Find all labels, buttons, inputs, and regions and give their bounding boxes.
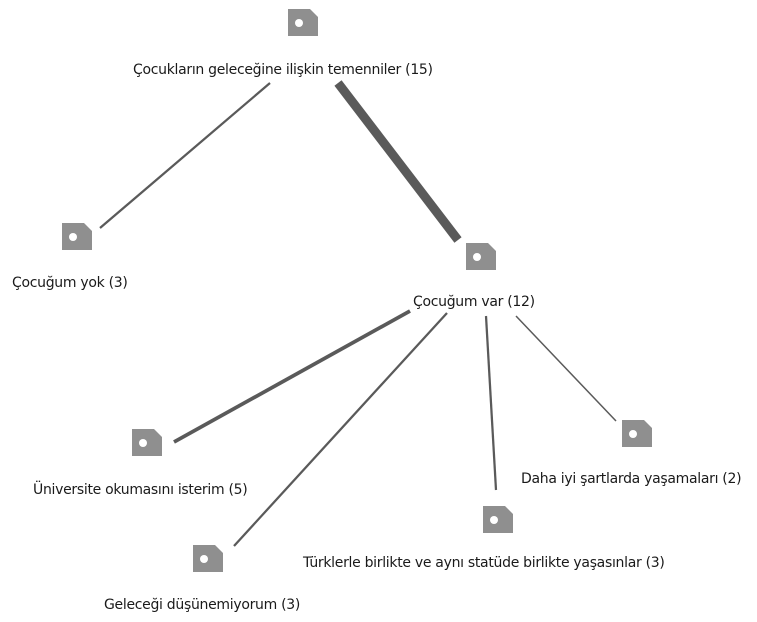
code-node-icon[interactable] xyxy=(466,243,496,274)
node-label-daha[interactable]: Daha iyi şartlarda yaşamaları (2) xyxy=(521,471,742,487)
edge-root-yok xyxy=(99,82,271,229)
code-node-icon[interactable] xyxy=(483,506,513,537)
code-node-icon[interactable] xyxy=(622,420,652,451)
edge-root-var xyxy=(334,80,462,243)
edge-var-turk xyxy=(484,315,498,491)
node-label-gelecek[interactable]: Geleceği düşünemiyorum (3) xyxy=(104,597,301,613)
node-label-turk[interactable]: Türklerle birlikte ve aynı statüde birli… xyxy=(303,555,665,571)
code-node-icon[interactable] xyxy=(193,545,223,576)
edge-var-uni xyxy=(173,309,411,444)
edge-var-daha xyxy=(515,315,617,422)
edge-var-gelecek xyxy=(233,312,448,547)
node-label-var[interactable]: Çocuğum var (12) xyxy=(413,294,535,310)
node-label-uni[interactable]: Üniversite okumasını isterim (5) xyxy=(33,482,248,498)
code-node-icon[interactable] xyxy=(132,429,162,460)
code-node-icon[interactable] xyxy=(62,223,92,254)
node-label-yok[interactable]: Çocuğum yok (3) xyxy=(12,275,128,291)
code-node-icon[interactable] xyxy=(288,9,318,40)
node-label-root[interactable]: Çocukların geleceğine ilişkin temenniler… xyxy=(133,62,433,78)
